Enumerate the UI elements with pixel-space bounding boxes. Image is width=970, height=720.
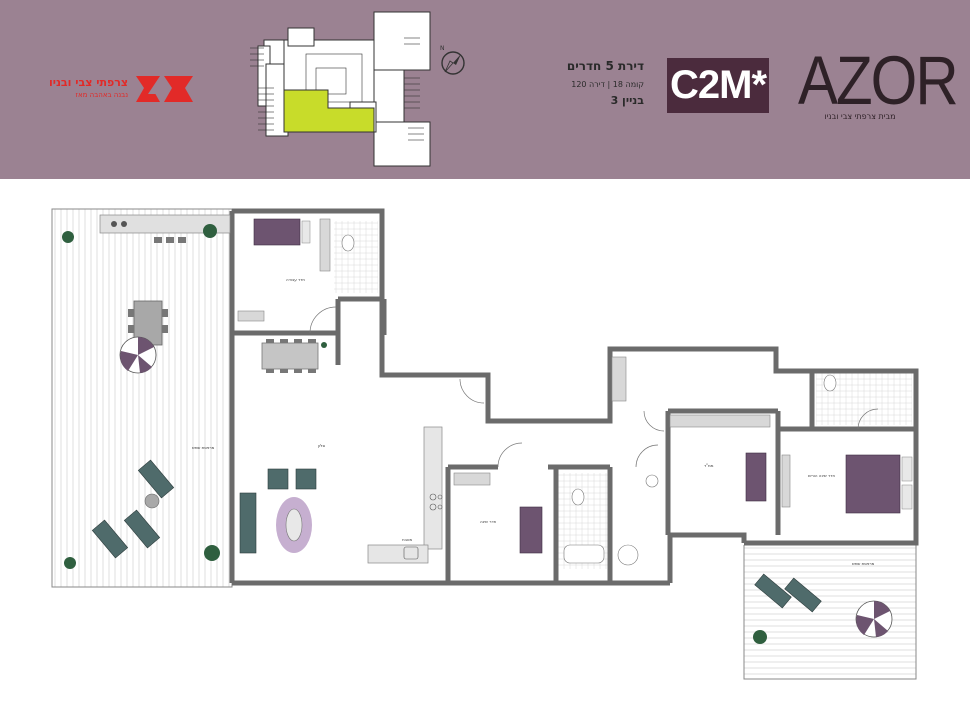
key-plan [250,11,431,167]
label-study: חדר עבודה [286,277,305,282]
developer-logo [136,76,193,102]
floor-plan: חדר עבודה סלון מרפסת שמש מטבח חדר שינה מ… [51,208,919,680]
label-master-bedroom: חדר שינה הורים [808,473,835,478]
label-security-room: ממ"ד [704,463,714,468]
label-balcony-east: מרפסת שמש [852,561,875,566]
sofa [239,492,257,554]
apartment-type-badge: C2M* [667,58,769,113]
label-balcony-west: מרפסת שמש [192,445,215,450]
apartment-title: דירת 5 חדרים [566,59,644,73]
door-swings [309,306,879,468]
umbrella-west [119,336,157,374]
compass-north-label: N [440,45,445,52]
brand-tagline: מבית צרפתי צבי ובניו [824,112,896,121]
label-bedroom: חדר שינה [480,519,497,524]
bathroom-1 [334,221,378,293]
label-kitchen: מטבח [402,537,413,542]
balcony-east [743,538,917,680]
developer-tagline: נבנה באהבה מאז [75,91,128,99]
kitchen-counter [367,426,443,564]
umbrella-east [855,600,893,638]
brand-logo: AZOR [798,41,959,119]
header-banner: צרפתי צבי ובניו נבנה באהבה מאז [0,0,970,179]
label-living: סלון [318,443,325,448]
apartment-floor-unit: קומה 18 | דירה 120 [571,80,644,89]
developer-name: צרפתי צבי ובניו [48,76,128,89]
dining-table [261,342,319,370]
compass-icon: N [440,45,465,75]
highlighted-unit [283,89,375,133]
beds [253,218,901,554]
apartment-building: בניין 3 [610,94,644,107]
